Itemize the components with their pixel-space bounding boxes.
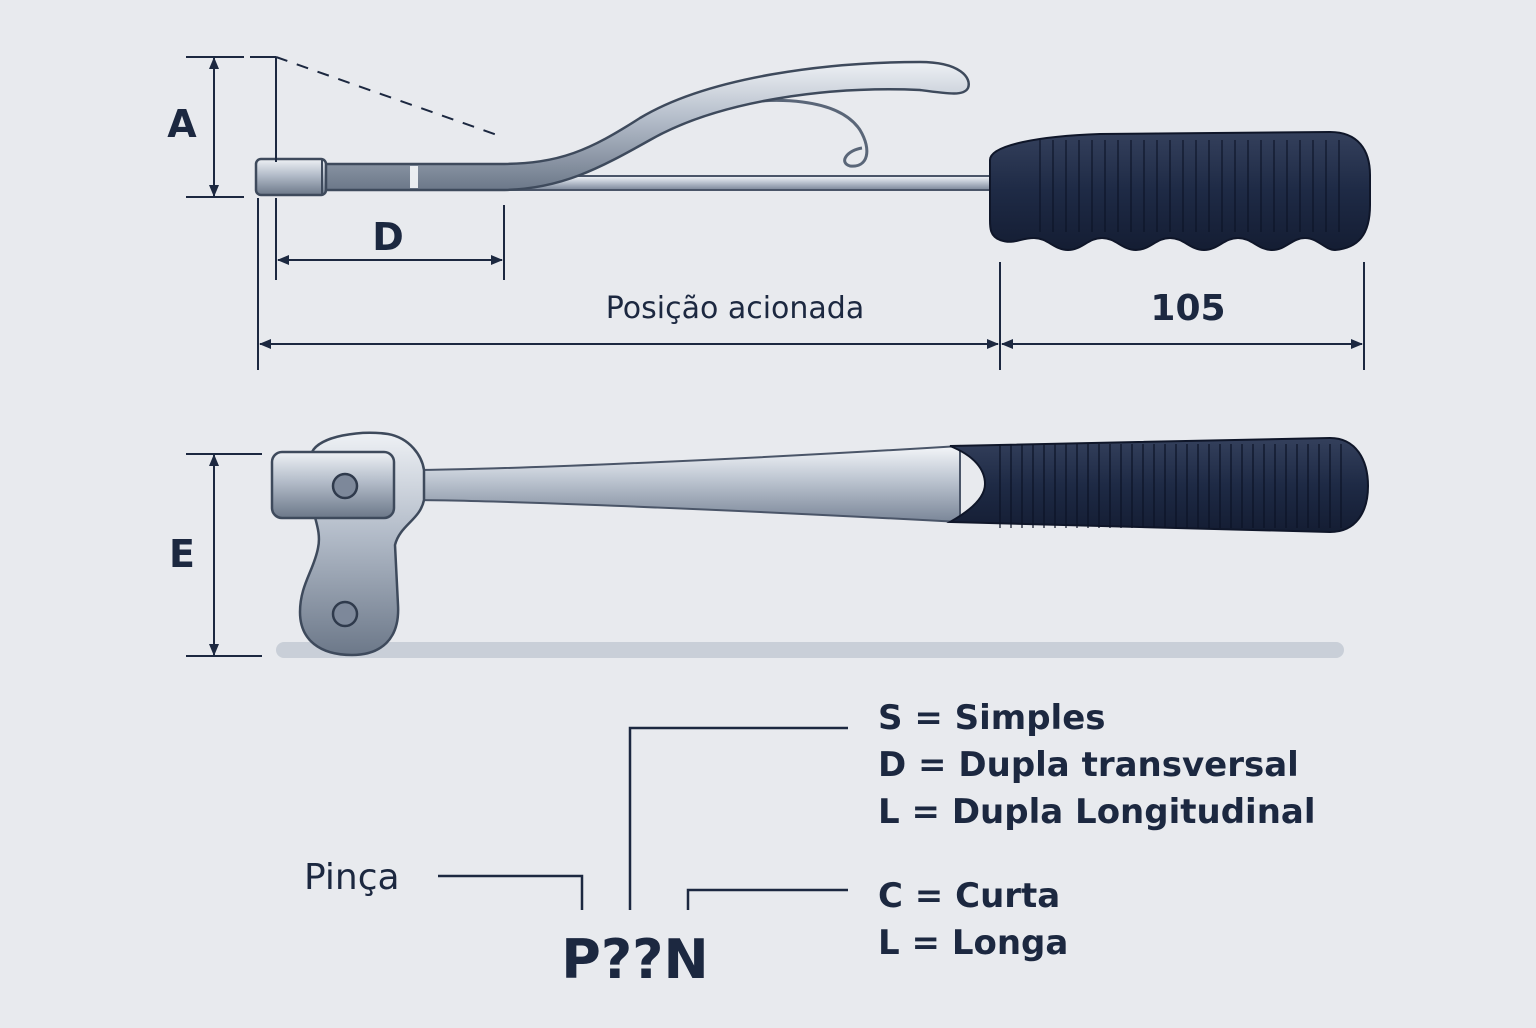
code-leader-lines (438, 726, 848, 910)
spring-wire (699, 98, 869, 168)
dimension-d-label: D (372, 215, 404, 259)
floor-shadow (276, 642, 1344, 658)
dimension-a-label: A (167, 102, 197, 146)
jaw-tip (254, 157, 328, 197)
grip-length-label: 105 (1150, 288, 1225, 329)
product-code: P??N (561, 928, 708, 991)
type-option-simples: S = Simples (878, 698, 1106, 738)
length-option-curta: C = Curta (878, 876, 1060, 916)
top-grip (989, 130, 1371, 252)
length-options-list: C = Curta L = Longa (878, 876, 1068, 963)
lower-rivet (331, 600, 359, 628)
top-view-tool (254, 60, 1371, 252)
type-option-dupla-longitudinal: L = Dupla Longitudinal (878, 792, 1316, 832)
side-dimension-lines (186, 453, 262, 657)
upper-lever (318, 60, 970, 192)
top-dimension-lines (186, 56, 1365, 370)
side-view-tool (270, 431, 1370, 658)
prefix-label: Pinça (304, 857, 400, 898)
upper-rivet (331, 472, 359, 500)
length-option-longa: L = Longa (878, 923, 1068, 963)
side-grip (946, 436, 1370, 534)
type-options-list: S = Simples D = Dupla transversal L = Du… (878, 698, 1316, 832)
dimension-e-label: E (169, 532, 195, 576)
type-option-dupla-transversal: D = Dupla transversal (878, 745, 1299, 785)
actuated-position-label: Posição acionada (606, 291, 865, 326)
side-shaft (409, 444, 961, 524)
